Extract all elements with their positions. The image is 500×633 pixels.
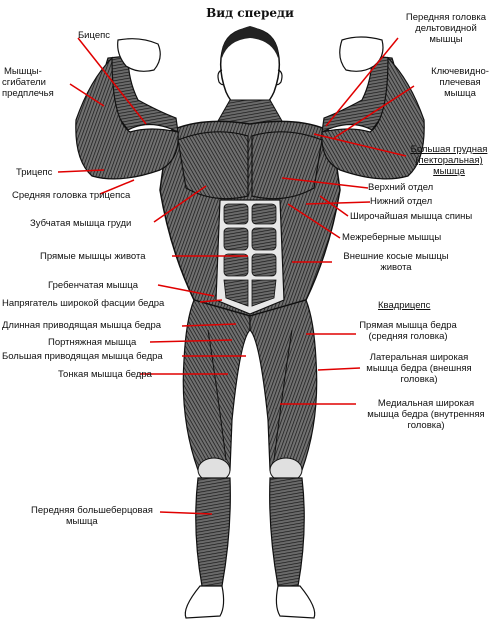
label-adductor-longus: Длинная приводящая мышца бедра — [2, 320, 162, 331]
label-coracobrachialis-line2: плечевая — [439, 77, 481, 88]
label-tibialis-anterior: Передняя большеберцовая мышца — [20, 505, 164, 527]
label-vastus-medialis: Медиальная широкая мышца бедра (внутренн… — [356, 398, 496, 431]
label-rectus-femoris-line2: (средняя головка) — [368, 331, 448, 342]
label-coracobrachialis-line1: Ключевидно- — [431, 66, 489, 77]
label-vastus-lateralis-line1: Латеральная широкая — [369, 352, 469, 363]
label-lower-part: Нижний отдел — [370, 196, 433, 207]
label-vastus-medialis-line3: головка) — [407, 420, 445, 431]
right-arm — [75, 38, 179, 180]
label-forearm-flexors-line3: предплечья — [2, 88, 54, 99]
label-obliques-line2: живота — [380, 262, 412, 273]
label-forearm-flexors-line1: Мышцы- — [4, 66, 42, 77]
diagram-title: Вид спереди — [206, 6, 294, 20]
label-tensor-fasciae-latae: Напрягатель широкой фасции бедра — [2, 298, 165, 309]
label-latissimus: Широчайшая мышца спины — [350, 211, 473, 222]
label-quadriceps: Квадрицепс — [378, 300, 431, 311]
torso — [159, 120, 341, 317]
label-vastus-lateralis-line2: мышца бедра (внешняя — [366, 363, 472, 374]
label-serratus: Зубчатая мышца груди — [30, 218, 132, 229]
label-vastus-medialis-line2: мышца бедра (внутренняя — [367, 409, 485, 420]
label-sartorius: Портняжная мышца — [48, 337, 137, 348]
label-obliques-line1: Внешние косые мышцы — [343, 251, 449, 262]
label-intercostal: Межреберные мышцы — [342, 232, 442, 243]
label-anterior-deltoid-line3: мышцы — [429, 34, 463, 45]
label-anterior-deltoid-line1: Передняя головка — [405, 12, 487, 23]
label-adductor-magnus: Большая приводящая мышца бедра — [2, 351, 163, 362]
label-pectineus: Гребенчатая мышца — [48, 280, 138, 291]
label-gracilis: Тонкая мышца бедра — [58, 369, 152, 380]
label-coracobrachialis: Ключевидно- плечевая мышца — [420, 66, 500, 99]
label-coracobrachialis-line3: мышца — [444, 88, 476, 99]
label-anterior-deltoid-line2: дельтовидной — [415, 23, 477, 34]
label-anterior-deltoid: Передняя головка дельтовидной мышцы — [394, 12, 498, 45]
label-triceps-medial-head: Средняя головка трицепса — [12, 190, 131, 201]
label-pectoralis-line3: мышца — [433, 166, 465, 177]
label-rectus-abdominis: Прямые мышцы живота — [40, 251, 146, 262]
label-rectus-femoris: Прямая мышца бедра (средняя головка) — [356, 320, 460, 342]
label-rectus-femoris-line1: Прямая мышца бедра — [359, 320, 457, 331]
label-upper-part: Верхний отдел — [368, 182, 434, 193]
legs — [182, 299, 318, 619]
label-vastus-lateralis: Латеральная широкая мышца бедра (внешняя… — [360, 352, 478, 385]
head — [217, 26, 283, 113]
label-vastus-medialis-line1: Медиальная широкая — [377, 398, 475, 409]
label-external-obliques: Внешние косые мышцы живота — [334, 251, 458, 273]
label-forearm-flexors-line2: сгибатели — [2, 77, 46, 88]
label-biceps: Бицепс — [77, 30, 110, 41]
label-pectoralis-line2: (пекторальная) — [415, 155, 483, 166]
label-triceps: Трицепс — [16, 167, 53, 178]
leader-lines — [57, 37, 415, 515]
label-tibialis-anterior-line1: Передняя большеберцовая — [31, 505, 153, 516]
label-pectoralis-line1: Большая грудная — [410, 144, 488, 155]
label-forearm-flexors: Мышцы- сгибатели предплечья — [0, 66, 66, 99]
label-pectoralis-major: Большая грудная (пекторальная) мышца — [402, 144, 496, 177]
label-vastus-lateralis-line3: головка) — [400, 374, 438, 385]
left-arm — [321, 36, 425, 180]
label-tibialis-anterior-line2: мышца — [66, 516, 98, 527]
